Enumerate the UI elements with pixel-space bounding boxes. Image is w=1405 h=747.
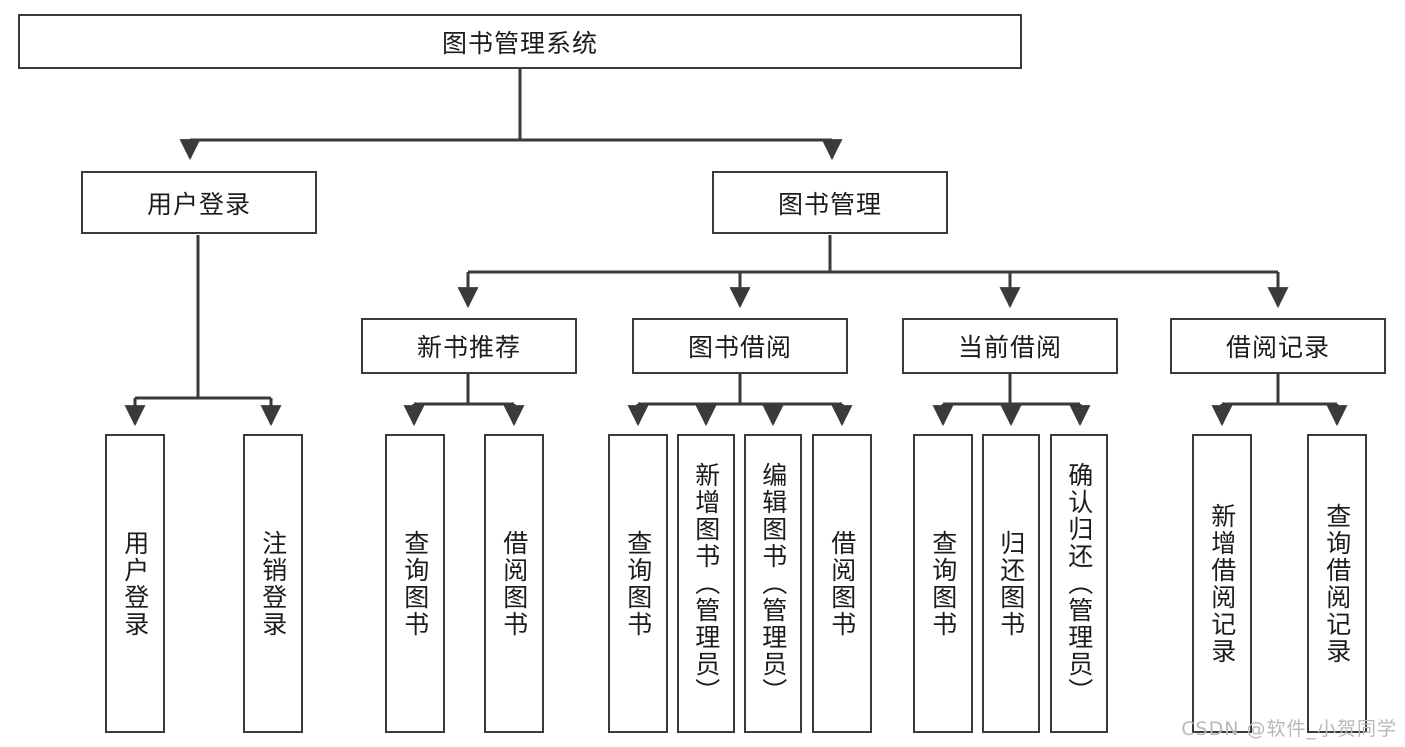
node-label: 图书借阅 xyxy=(687,333,792,362)
node-new-book-recommend[interactable]: 新书推荐 xyxy=(361,318,577,374)
node-leaf-query-book-1[interactable]: 查询图书 xyxy=(385,434,445,733)
node-label: 查询图书 xyxy=(928,529,958,638)
node-leaf-user-login[interactable]: 用户登录 xyxy=(105,434,165,733)
node-label: 新增图书（管理员） xyxy=(691,462,721,705)
node-label: 用户登录 xyxy=(146,189,251,219)
node-label: 图书管理系统 xyxy=(441,28,598,58)
node-label: 借阅图书 xyxy=(499,529,529,638)
node-label: 编辑图书（管理员） xyxy=(758,462,788,705)
node-leaf-edit-book[interactable]: 编辑图书（管理员） xyxy=(744,434,802,733)
node-leaf-add-book[interactable]: 新增图书（管理员） xyxy=(677,434,735,733)
node-leaf-query-book-2[interactable]: 查询图书 xyxy=(608,434,668,733)
node-label: 查询图书 xyxy=(400,529,430,638)
node-leaf-borrow-book-1[interactable]: 借阅图书 xyxy=(484,434,544,733)
node-leaf-confirm-return[interactable]: 确认归还（管理员） xyxy=(1050,434,1108,733)
node-label: 借阅记录 xyxy=(1225,333,1330,362)
node-leaf-add-borrow-record[interactable]: 新增借阅记录 xyxy=(1192,434,1252,733)
node-user-login[interactable]: 用户登录 xyxy=(81,171,317,234)
node-leaf-logout-login[interactable]: 注销登录 xyxy=(243,434,303,733)
node-label: 图书管理 xyxy=(777,189,882,219)
node-label: 查询图书 xyxy=(623,529,653,638)
node-book-management[interactable]: 图书管理 xyxy=(712,171,948,234)
node-leaf-query-book-3[interactable]: 查询图书 xyxy=(913,434,973,733)
node-label: 确认归还（管理员） xyxy=(1064,462,1094,705)
node-label: 用户登录 xyxy=(120,529,150,638)
node-label: 注销登录 xyxy=(258,529,288,638)
node-borrow-record[interactable]: 借阅记录 xyxy=(1170,318,1386,374)
node-leaf-borrow-book-2[interactable]: 借阅图书 xyxy=(812,434,872,733)
node-label: 归还图书 xyxy=(996,529,1026,638)
node-book-management-system[interactable]: 图书管理系统 xyxy=(18,14,1022,69)
node-label: 新书推荐 xyxy=(416,333,521,362)
node-label: 当前借阅 xyxy=(957,333,1062,362)
node-leaf-query-borrow-record[interactable]: 查询借阅记录 xyxy=(1307,434,1367,733)
node-label: 新增借阅记录 xyxy=(1207,502,1237,665)
node-current-borrow[interactable]: 当前借阅 xyxy=(902,318,1118,374)
node-label: 查询借阅记录 xyxy=(1322,502,1352,665)
node-label: 借阅图书 xyxy=(827,529,857,638)
node-book-borrow[interactable]: 图书借阅 xyxy=(632,318,848,374)
node-leaf-return-book[interactable]: 归还图书 xyxy=(982,434,1040,733)
